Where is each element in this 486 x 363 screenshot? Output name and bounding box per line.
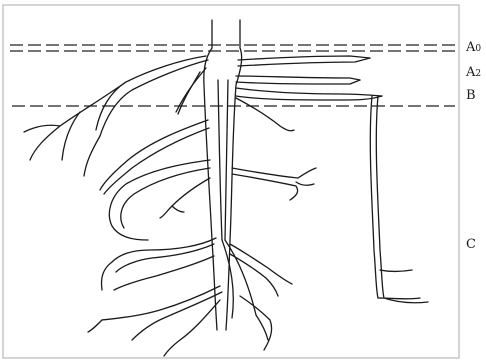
tap-root — [204, 20, 256, 330]
middle-left-laterals — [100, 120, 210, 240]
upper-right-laterals — [236, 56, 382, 131]
horizon-lines — [10, 45, 455, 106]
horizon-label-b: B — [466, 89, 476, 102]
trunk-inner-right — [225, 80, 228, 240]
horizon-label-a0: A0 — [466, 41, 481, 54]
deep-right-root — [370, 96, 428, 303]
lower-right-laterals — [230, 244, 292, 350]
horizon-label-c: C — [466, 238, 476, 251]
figure-frame — [3, 5, 459, 358]
middle-right-laterals — [232, 168, 316, 200]
trunk-inner-left — [218, 80, 222, 240]
lower-left-laterals — [88, 238, 222, 356]
trunk-left-edge — [204, 20, 217, 330]
upper-left-laterals — [24, 56, 208, 176]
horizon-label-a2: A2 — [466, 66, 481, 79]
